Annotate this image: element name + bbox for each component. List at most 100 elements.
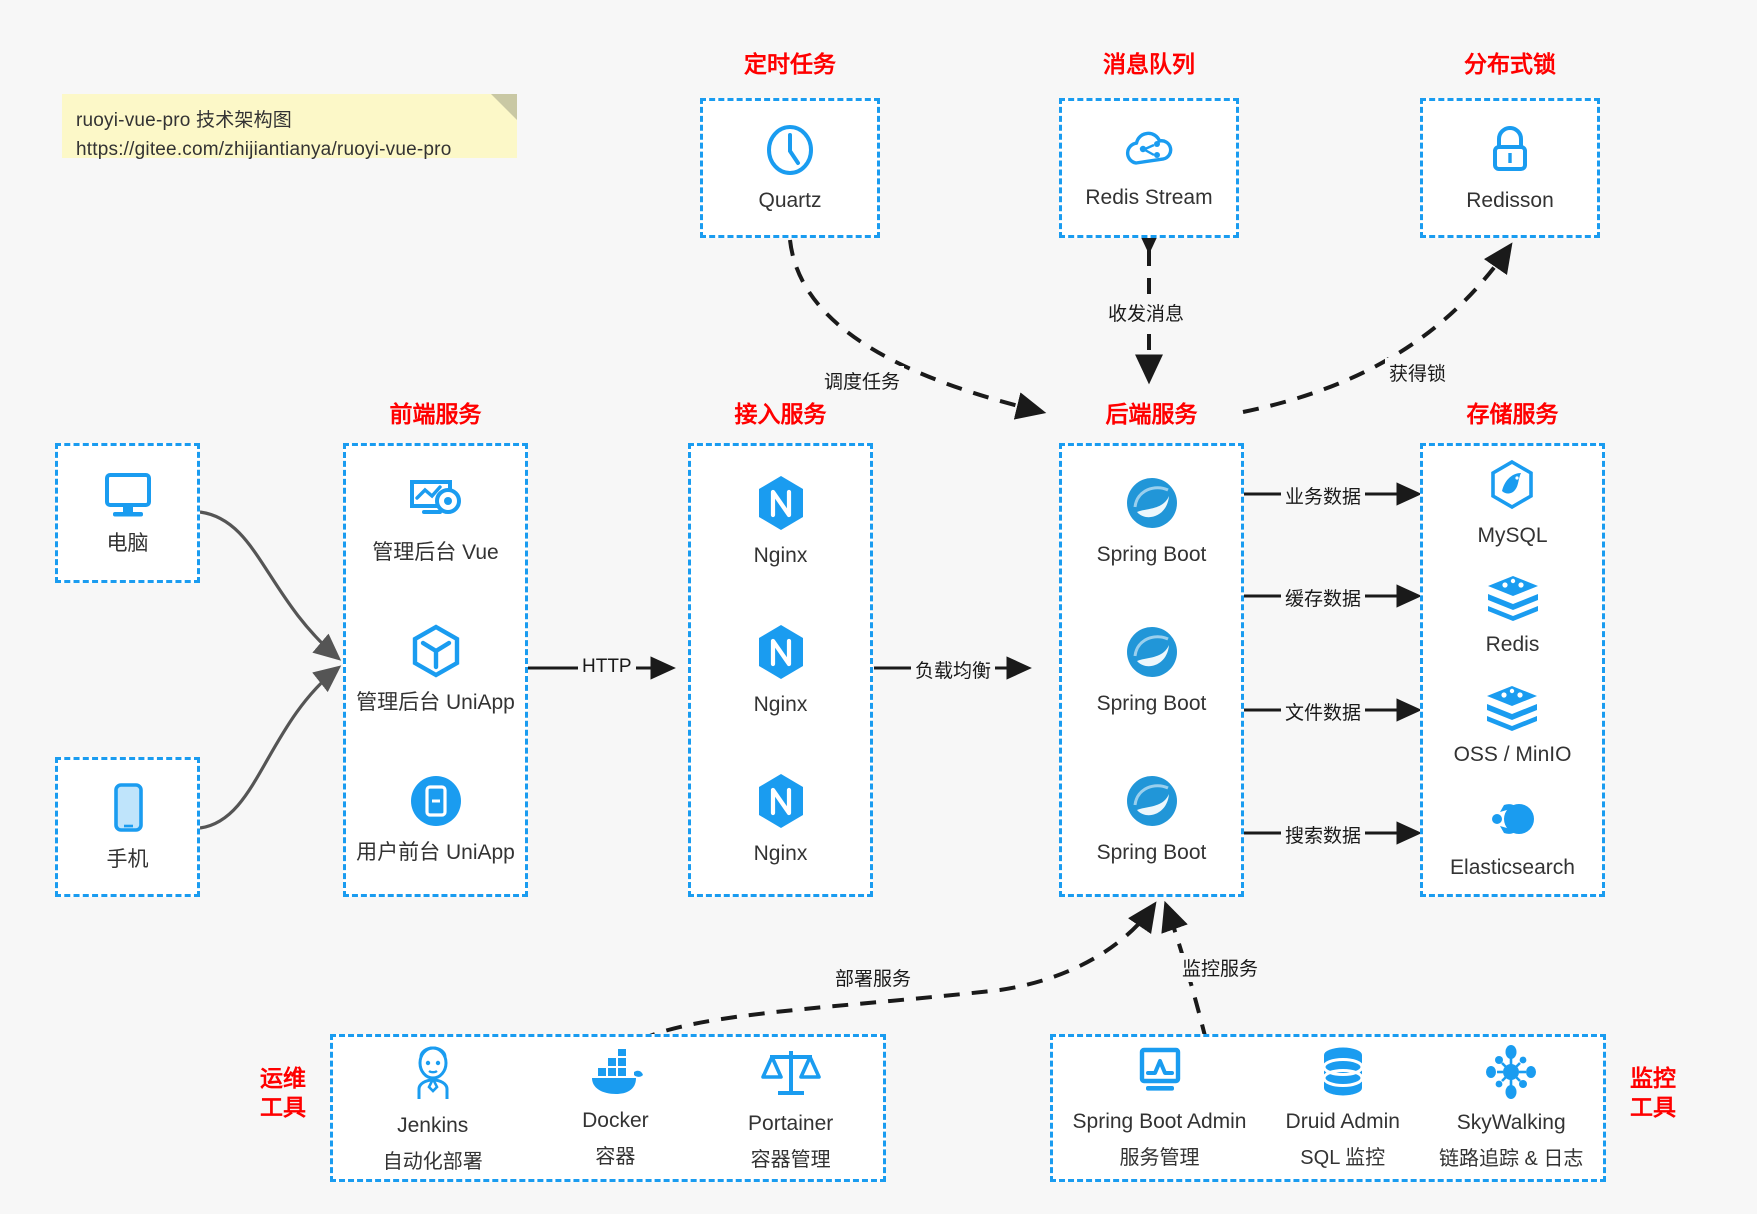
database-icon	[1322, 1047, 1364, 1096]
elasticsearch-icon	[1492, 804, 1535, 835]
node-label: 手机	[106, 847, 149, 871]
spring-icon	[1126, 477, 1177, 528]
node-label: MySQL	[1477, 523, 1548, 547]
dashboard-icon	[410, 479, 462, 514]
edge-label-schedule: 调度任务	[820, 366, 905, 395]
node-label: Portainer	[748, 1112, 834, 1136]
node-label: Redisson	[1466, 188, 1554, 212]
node-redisson[interactable]: Redisson	[1466, 122, 1554, 214]
node-label: Nginx	[753, 692, 808, 716]
node-label: 管理后台 Vue	[372, 540, 499, 564]
group-title-storage: 存储服务	[1466, 401, 1559, 427]
node-spring-boot-admin[interactable]: Spring Boot Admin 服务管理	[1072, 1045, 1247, 1170]
node-elasticsearch[interactable]: Elasticsearch	[1450, 793, 1575, 881]
architecture-note: ruoyi-vue-pro 技术架构图 https://gitee.com/zh…	[62, 94, 517, 160]
node-mysql[interactable]: MySQL	[1477, 459, 1548, 549]
wire-pc-to-frontend	[199, 510, 342, 661]
lock-icon	[1493, 125, 1527, 171]
node-user-uniapp[interactable]: 用户前台 UniApp	[356, 772, 515, 866]
monitor-icon	[104, 472, 151, 517]
group-title-backend: 后端服务	[1105, 401, 1198, 427]
node-label: Elasticsearch	[1450, 856, 1575, 880]
group-box-mq[interactable]: Redis Stream	[1059, 98, 1239, 238]
node-sublabel: 服务管理	[1119, 1146, 1200, 1169]
edge-label-messages: 收发消息	[1104, 298, 1189, 327]
node-label: Docker	[582, 1109, 649, 1133]
group-box-scheduler[interactable]: Quartz	[700, 98, 880, 238]
node-nginx-2[interactable]: Nginx	[753, 622, 809, 718]
docker-icon	[592, 1049, 644, 1095]
nginx-icon	[758, 624, 803, 679]
node-admin-uniapp[interactable]: 管理后台 UniApp	[356, 622, 515, 716]
node-label: Spring Boot Admin	[1072, 1110, 1247, 1134]
node-label: Nginx	[753, 543, 808, 567]
node-label: Spring Boot	[1096, 542, 1207, 566]
node-label: 管理后台 UniApp	[356, 690, 515, 714]
node-label: Redis	[1485, 633, 1540, 657]
group-box-gateway[interactable]: Nginx Nginx Nginx	[688, 443, 873, 897]
skywalking-icon	[1486, 1045, 1537, 1100]
edge-label-file-data: 文件数据	[1281, 697, 1366, 726]
node-jenkins[interactable]: Jenkins 自动化部署	[383, 1041, 483, 1174]
group-box-storage[interactable]: MySQL Redis OSS / MinIO	[1420, 443, 1605, 897]
edge-label-http: HTTP	[578, 655, 636, 679]
node-label: Redis Stream	[1085, 185, 1213, 209]
node-label: OSS / MinIO	[1453, 742, 1572, 766]
group-title-devops: 运维 工具	[252, 1064, 314, 1122]
group-title-frontend: 前端服务	[389, 401, 482, 427]
group-box-monitor[interactable]: Spring Boot Admin 服务管理 Druid Admin SQL 监…	[1050, 1034, 1606, 1182]
group-box-backend[interactable]: Spring Boot Spring Boot Spring Boot	[1059, 443, 1244, 897]
node-label: Spring Boot	[1096, 691, 1207, 715]
node-nginx-3[interactable]: Nginx	[753, 771, 809, 867]
node-skywalking[interactable]: SkyWalking 链路追踪 & 日志	[1439, 1044, 1583, 1171]
nginx-icon	[758, 475, 803, 530]
client-box-pc[interactable]: 电脑	[55, 443, 200, 583]
oss-icon	[1487, 685, 1538, 731]
node-oss-minio[interactable]: OSS / MinIO	[1453, 684, 1572, 768]
wire-phone-to-frontend	[199, 665, 342, 830]
node-docker[interactable]: Docker 容器	[582, 1046, 649, 1169]
node-portainer[interactable]: Portainer 容器管理	[748, 1043, 833, 1172]
group-box-lock[interactable]: Redisson	[1420, 98, 1600, 238]
edge-label-acquire-lock: 获得锁	[1385, 358, 1451, 387]
nginx-icon	[758, 774, 803, 829]
node-quartz[interactable]: Quartz	[758, 122, 822, 214]
monitor-chart-icon	[1139, 1048, 1180, 1091]
note-title: ruoyi-vue-pro 技术架构图	[76, 110, 293, 131]
node-druid-admin[interactable]: Druid Admin SQL 监控	[1286, 1045, 1400, 1170]
node-admin-vue[interactable]: 管理后台 Vue	[372, 474, 499, 566]
jenkins-icon	[417, 1046, 449, 1100]
node-label: 用户前台 UniApp	[356, 840, 515, 864]
group-title-gateway: 接入服务	[734, 401, 827, 427]
node-springboot-3[interactable]: Spring Boot	[1096, 772, 1207, 866]
edge-label-deploy: 部署服务	[831, 963, 916, 992]
node-redis[interactable]: Redis	[1485, 574, 1541, 658]
node-sublabel: SQL 监控	[1300, 1146, 1386, 1169]
node-label: 电脑	[106, 531, 149, 555]
app-icon	[410, 775, 461, 826]
node-sublabel: 容器管理	[750, 1148, 831, 1171]
node-label: Jenkins	[397, 1114, 469, 1138]
node-label: SkyWalking	[1456, 1111, 1566, 1135]
mysql-icon	[1491, 459, 1534, 509]
node-springboot-2[interactable]: Spring Boot	[1096, 623, 1207, 717]
group-box-devops[interactable]: Jenkins 自动化部署 Docker 容器	[330, 1034, 886, 1182]
node-springboot-1[interactable]: Spring Boot	[1096, 474, 1207, 568]
node-phone[interactable]: 手机	[106, 781, 150, 873]
group-title-scheduler: 定时任务	[744, 51, 836, 77]
node-sublabel: 链路追踪 & 日志	[1438, 1147, 1584, 1170]
node-nginx-1[interactable]: Nginx	[753, 473, 809, 569]
group-title-monitor-line1: 监控	[1630, 1065, 1676, 1091]
spring-icon	[1126, 776, 1177, 827]
edge-label-cache-data: 缓存数据	[1281, 583, 1366, 612]
node-redis-stream[interactable]: Redis Stream	[1085, 125, 1213, 211]
node-label: Spring Boot	[1096, 841, 1207, 865]
clock-icon	[767, 124, 813, 175]
edge-label-load-balance: 负载均衡	[911, 655, 996, 684]
scales-icon	[760, 1051, 821, 1096]
group-box-frontend[interactable]: 管理后台 Vue 管理后台 UniApp 用户前台 UniApp	[343, 443, 528, 897]
group-title-lock: 分布式锁	[1464, 51, 1556, 77]
client-box-phone[interactable]: 手机	[55, 757, 200, 897]
node-pc[interactable]: 电脑	[99, 469, 157, 557]
node-sublabel: 自动化部署	[382, 1150, 483, 1173]
